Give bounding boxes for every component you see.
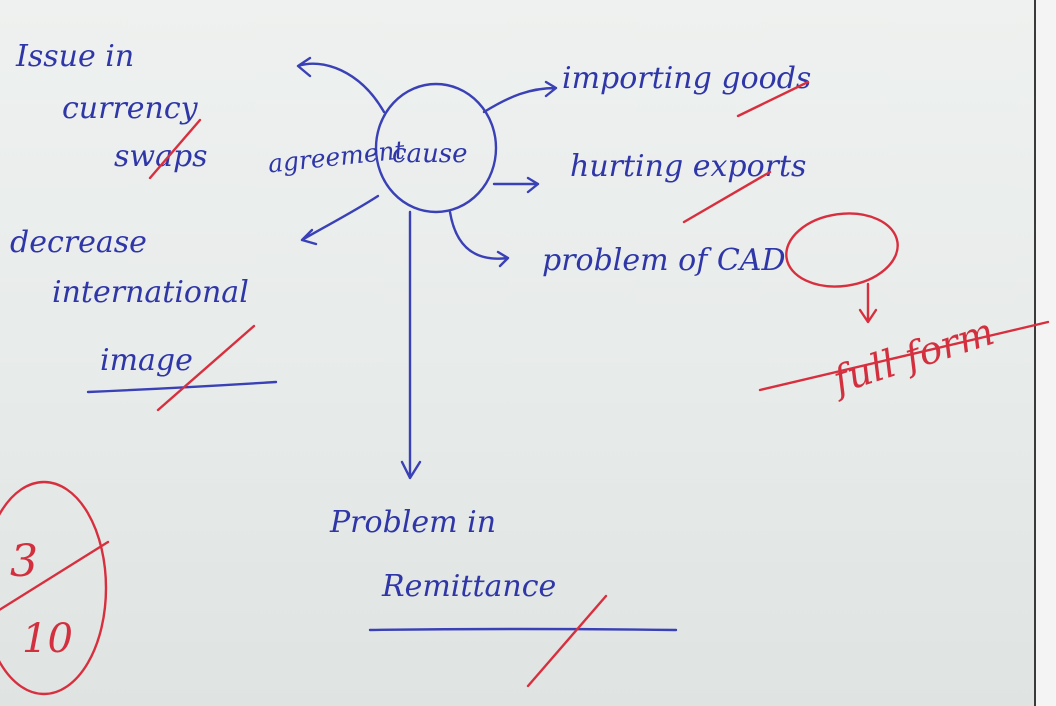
red-strike-swaps: [148, 118, 202, 180]
score-slash: [0, 540, 110, 611]
arrow-to-issue: [296, 56, 386, 114]
page-edge-line: [1034, 0, 1036, 706]
agreement-label: agreement: [267, 135, 407, 178]
arrow-to-decrease: [300, 194, 380, 246]
issue-line-3: swaps: [114, 139, 208, 174]
next-page-strip: [1036, 0, 1056, 706]
decrease-line-1: decrease: [10, 225, 147, 260]
bottom-branch-line-2: Remittance: [381, 569, 556, 604]
remittance-underline: [368, 627, 678, 632]
decrease-line-3: image: [100, 343, 193, 378]
red-circle-cad: [785, 212, 899, 288]
issue-line-1: Issue in: [15, 39, 134, 74]
red-strike-remittance: [526, 594, 608, 688]
image-underline: [86, 380, 278, 394]
remark-full-form: full form: [825, 309, 999, 403]
score-denominator: 10: [22, 616, 73, 662]
right-branch-1: importing goods: [562, 61, 811, 96]
issue-line-2: currency: [62, 91, 199, 126]
arrow-to-problem: [448, 210, 510, 268]
score-numerator: 3: [10, 536, 38, 587]
remark-underline: [758, 320, 1050, 392]
arrow-to-importing: [482, 80, 558, 114]
arrow-to-hurting: [492, 176, 540, 194]
right-branch-2: hurting exports: [570, 149, 806, 184]
red-strike-image: [156, 324, 256, 412]
bottom-branch-line-1: Problem in: [329, 505, 496, 540]
red-arrow-to-remark: [858, 282, 878, 324]
arrow-to-remittance: [400, 210, 422, 480]
center-node-circle: [374, 82, 498, 214]
center-node-label: cause: [392, 139, 468, 169]
score-circle: [0, 480, 108, 696]
right-branch-3: problem of CAD: [542, 243, 786, 278]
red-strike-hurting: [682, 170, 772, 224]
red-strike-goods: [736, 80, 810, 118]
decrease-line-2: international: [52, 275, 249, 310]
